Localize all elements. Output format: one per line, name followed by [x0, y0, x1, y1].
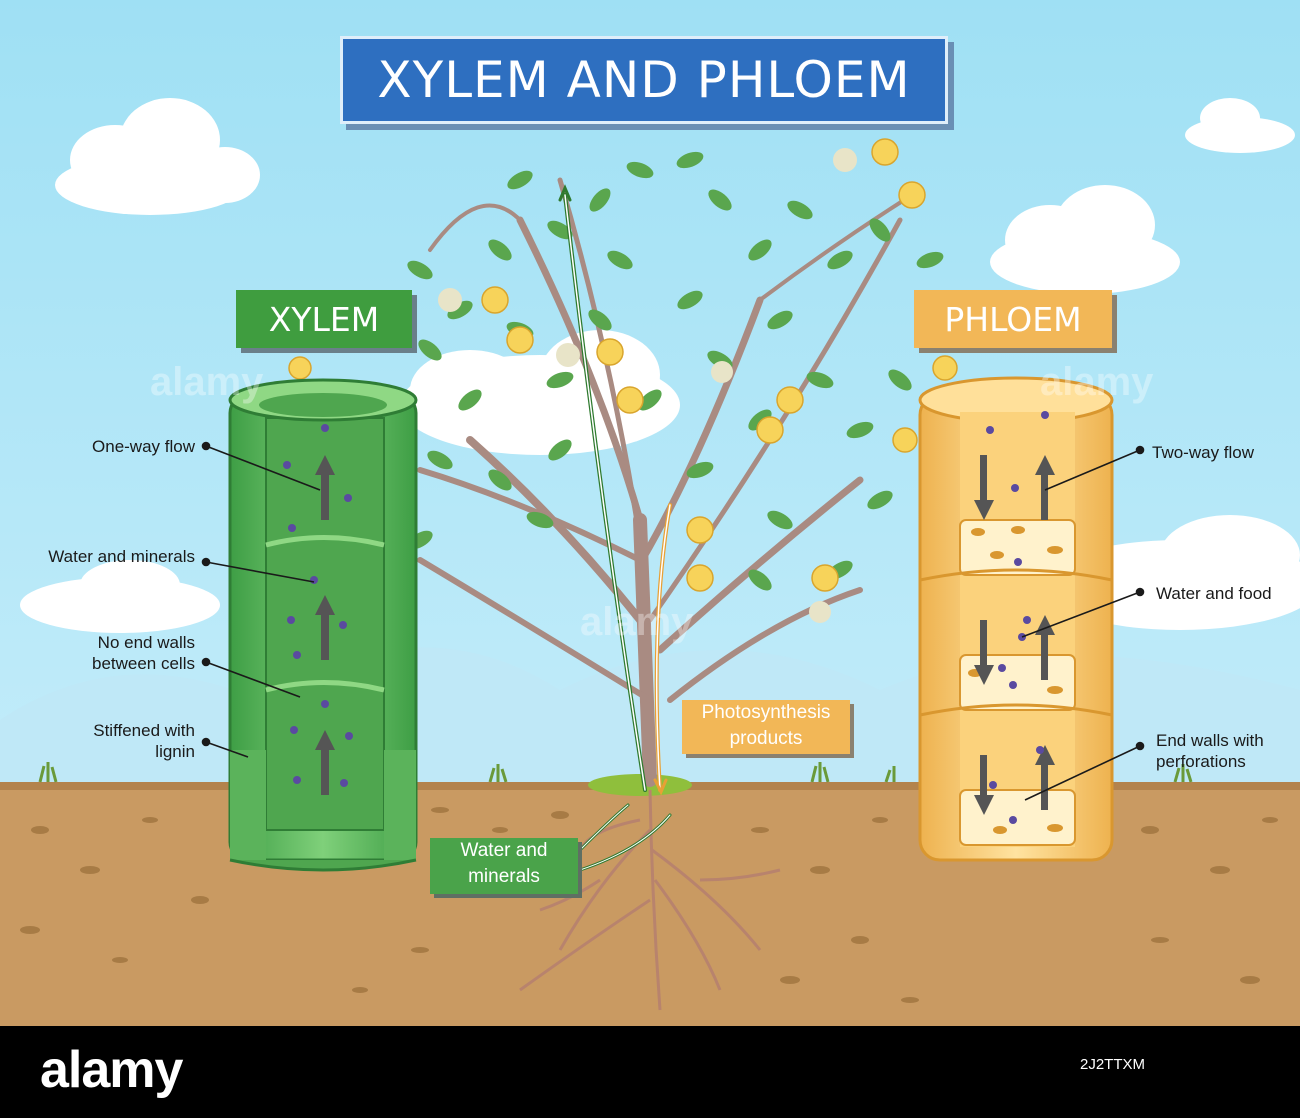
flowers — [288, 138, 958, 592]
ann-no-end-walls-line2: between cells — [91, 654, 195, 673]
ann-end-walls-line1: End walls with — [1156, 731, 1264, 750]
ann-water-minerals: Water and minerals — [0, 546, 195, 567]
ann-two-way-flow: Two-way flow — [1152, 442, 1254, 463]
cloud-right — [1185, 98, 1295, 153]
ann-water-food: Water and food — [1156, 583, 1300, 604]
ann-one-way-text: One-way flow — [92, 437, 195, 456]
cloud-left — [55, 98, 260, 215]
phloem-particles — [986, 411, 1049, 824]
cloud-bottom-left — [20, 560, 220, 633]
phloem-arrows — [974, 455, 1055, 815]
water-line1: Water and — [460, 840, 548, 861]
ann-stiffened: Stiffened with lignin — [20, 720, 195, 762]
cloud-mid-right — [990, 185, 1180, 294]
xylem-particles — [283, 424, 353, 787]
page-title: XYLEM AND PHLOEM — [377, 51, 911, 109]
soil-pebbles — [20, 807, 1278, 1003]
grass-tufts — [38, 762, 1193, 783]
brand-logo: alamy — [40, 1041, 183, 1099]
photosynthesis-line2: products — [729, 728, 803, 749]
ann-end-walls: End walls with perforations — [1156, 730, 1264, 772]
watermark-left: alamy — [150, 360, 264, 404]
ann-one-way-flow: One-way flow — [20, 436, 195, 457]
xylem-vessel — [228, 378, 418, 872]
water-line2: minerals — [468, 866, 540, 887]
annotation-lines — [201, 441, 1145, 801]
phloem-tag: PHLOEM — [914, 290, 1112, 348]
ann-stiffened-line2: lignin — [155, 742, 195, 761]
watermark-right: alamy — [1040, 360, 1154, 404]
ann-no-end-walls: No end walls between cells — [20, 632, 195, 674]
title-banner: XYLEM AND PHLOEM — [340, 36, 948, 124]
photosynthesis-line1: Photosynthesis — [701, 702, 831, 723]
water-minerals-label: Water and minerals — [430, 838, 578, 894]
phloem-tube — [918, 376, 1114, 862]
ann-stiffened-line1: Stiffened with — [93, 721, 195, 740]
ann-end-walls-line2: perforations — [1156, 752, 1246, 771]
grass-base — [588, 774, 692, 796]
tree-flow-arrows — [558, 184, 672, 872]
ann-no-end-walls-line1: No end walls — [97, 633, 195, 652]
flower-puffs — [438, 148, 857, 623]
ann-two-way-text: Two-way flow — [1152, 443, 1255, 462]
image-id: 2J2TTXM — [1080, 1056, 1146, 1073]
xylem-arrows — [315, 455, 335, 795]
ann-water-minerals-text: Water and minerals — [48, 547, 195, 566]
watermark-bar — [0, 1026, 1300, 1118]
watermark-center: alamy — [580, 600, 694, 644]
photosynthesis-products-label: Photosynthesis products — [682, 700, 850, 754]
xylem-tag: XYLEM — [236, 290, 412, 348]
ann-water-food-text: Water and food — [1156, 584, 1272, 603]
